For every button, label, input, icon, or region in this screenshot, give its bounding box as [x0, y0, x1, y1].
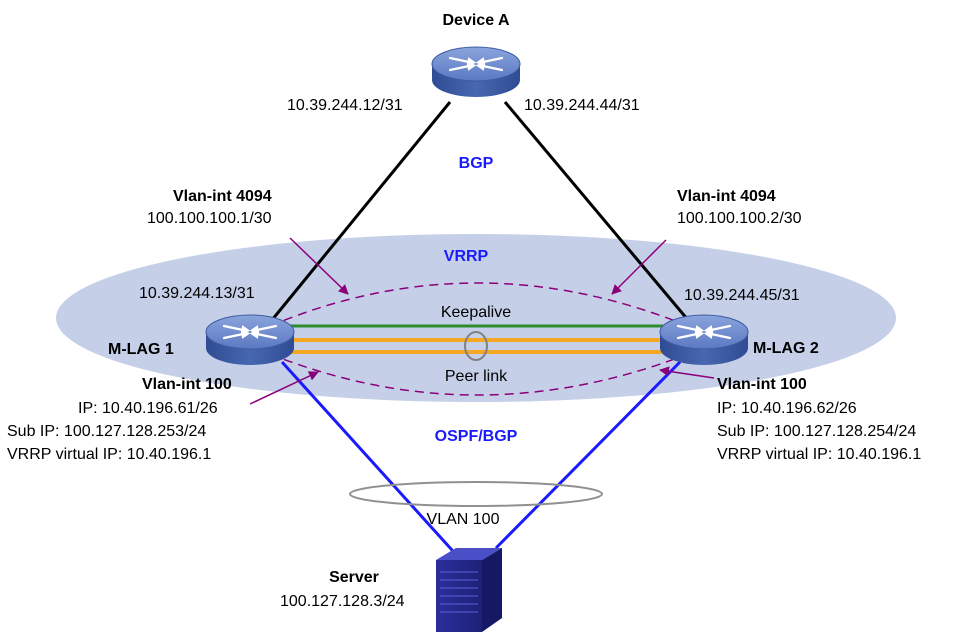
device-a-ip-left: 10.39.244.12/31 [287, 97, 403, 114]
server-title: Server [329, 569, 379, 586]
arrow-vlanint4094-right [611, 239, 667, 295]
mlag1-vlanint4094-ip: 100.100.100.1/30 [147, 210, 272, 227]
mlag1-ip: IP: 10.40.196.61/26 [78, 400, 218, 417]
mlag1-vrrp-vip: VRRP virtual IP: 10.40.196.1 [7, 446, 211, 463]
peer-link-aggregation-ring [464, 331, 488, 361]
device-a-title: Device A [443, 12, 510, 29]
mlag1-vlanint4094-title: Vlan-int 4094 [173, 188, 272, 205]
mlag2-vlanint100-title: Vlan-int 100 [717, 376, 807, 393]
arrow-vlanint100-right [659, 366, 715, 379]
vrrp-label: VRRP [444, 248, 489, 265]
bgp-label: BGP [459, 155, 494, 172]
mlag2-vlanint4094-title: Vlan-int 4094 [677, 188, 776, 205]
arrow-vlanint100-left [249, 371, 319, 405]
link-mlag1-device-a [270, 101, 452, 321]
vlan100-ring [349, 481, 603, 507]
mlag2-ip: IP: 10.40.196.62/26 [717, 400, 857, 417]
mlag2-router-icon [658, 313, 750, 367]
mlag2-sub-ip: Sub IP: 100.127.128.254/24 [717, 423, 916, 440]
mlag1-router-icon [204, 313, 296, 367]
mlag2-vrrp-vip: VRRP virtual IP: 10.40.196.1 [717, 446, 921, 463]
mlag2-uplink-ip: 10.39.244.45/31 [684, 287, 800, 304]
vlan100-label: VLAN 100 [427, 511, 500, 528]
link-mlag2-server [494, 360, 682, 550]
mlag2-name: M-LAG 2 [753, 340, 819, 357]
device-a-ip-right: 10.39.244.44/31 [524, 97, 640, 114]
mlag1-uplink-ip: 10.39.244.13/31 [139, 285, 255, 302]
vrrp-dashed-arc-top [269, 282, 689, 327]
arrow-vlanint4094-left [289, 237, 349, 295]
peer-link-label: Peer link [445, 368, 508, 385]
ospf-bgp-label: OSPF/BGP [435, 428, 518, 445]
mlag1-name: M-LAG 1 [108, 341, 174, 358]
mlag1-sub-ip: Sub IP: 100.127.128.253/24 [7, 423, 206, 440]
mlag1-vlanint100-title: Vlan-int 100 [142, 376, 232, 393]
keepalive-label: Keepalive [441, 304, 511, 321]
mlag2-vlanint4094-ip: 100.100.100.2/30 [677, 210, 802, 227]
link-mlag2-device-a [503, 101, 690, 321]
server-ip: 100.127.128.3/24 [280, 593, 405, 610]
server-icon [436, 548, 502, 632]
link-mlag1-server [280, 360, 463, 562]
vrrp-dashed-arc-bottom [269, 353, 689, 396]
device-a-router-icon [430, 45, 522, 99]
